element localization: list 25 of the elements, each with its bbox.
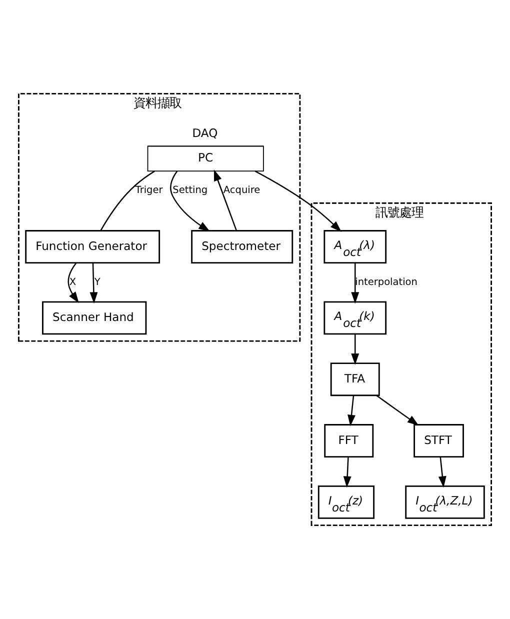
- edge-label: Y: [94, 276, 100, 288]
- arrow: [68, 262, 79, 304]
- edge-label: Acquire: [223, 185, 260, 196]
- arrow: [438, 456, 446, 488]
- node-box: Scanner Hand: [42, 301, 147, 335]
- node-box: STFT: [414, 424, 464, 458]
- arrow: [348, 396, 356, 426]
- edge-label: X: [69, 276, 76, 288]
- arrow: [170, 170, 210, 232]
- connector: [100, 170, 155, 232]
- arrow: [254, 170, 342, 232]
- arrow: [351, 334, 360, 365]
- edge-label: Triger: [135, 185, 163, 196]
- node-label: DAQ: [192, 126, 218, 140]
- edge-label: Setting: [172, 185, 208, 196]
- arrow: [90, 263, 98, 304]
- arrow: [351, 263, 360, 304]
- arrow: [376, 395, 419, 426]
- node-box: Function Generator: [25, 230, 160, 264]
- node-box: Spectrometer: [191, 230, 294, 264]
- arrow: [343, 456, 352, 488]
- node-box: TFA: [330, 362, 380, 396]
- node-box: FFT: [324, 424, 374, 458]
- arrow: [214, 169, 238, 231]
- edge-label: interpolation: [355, 276, 418, 288]
